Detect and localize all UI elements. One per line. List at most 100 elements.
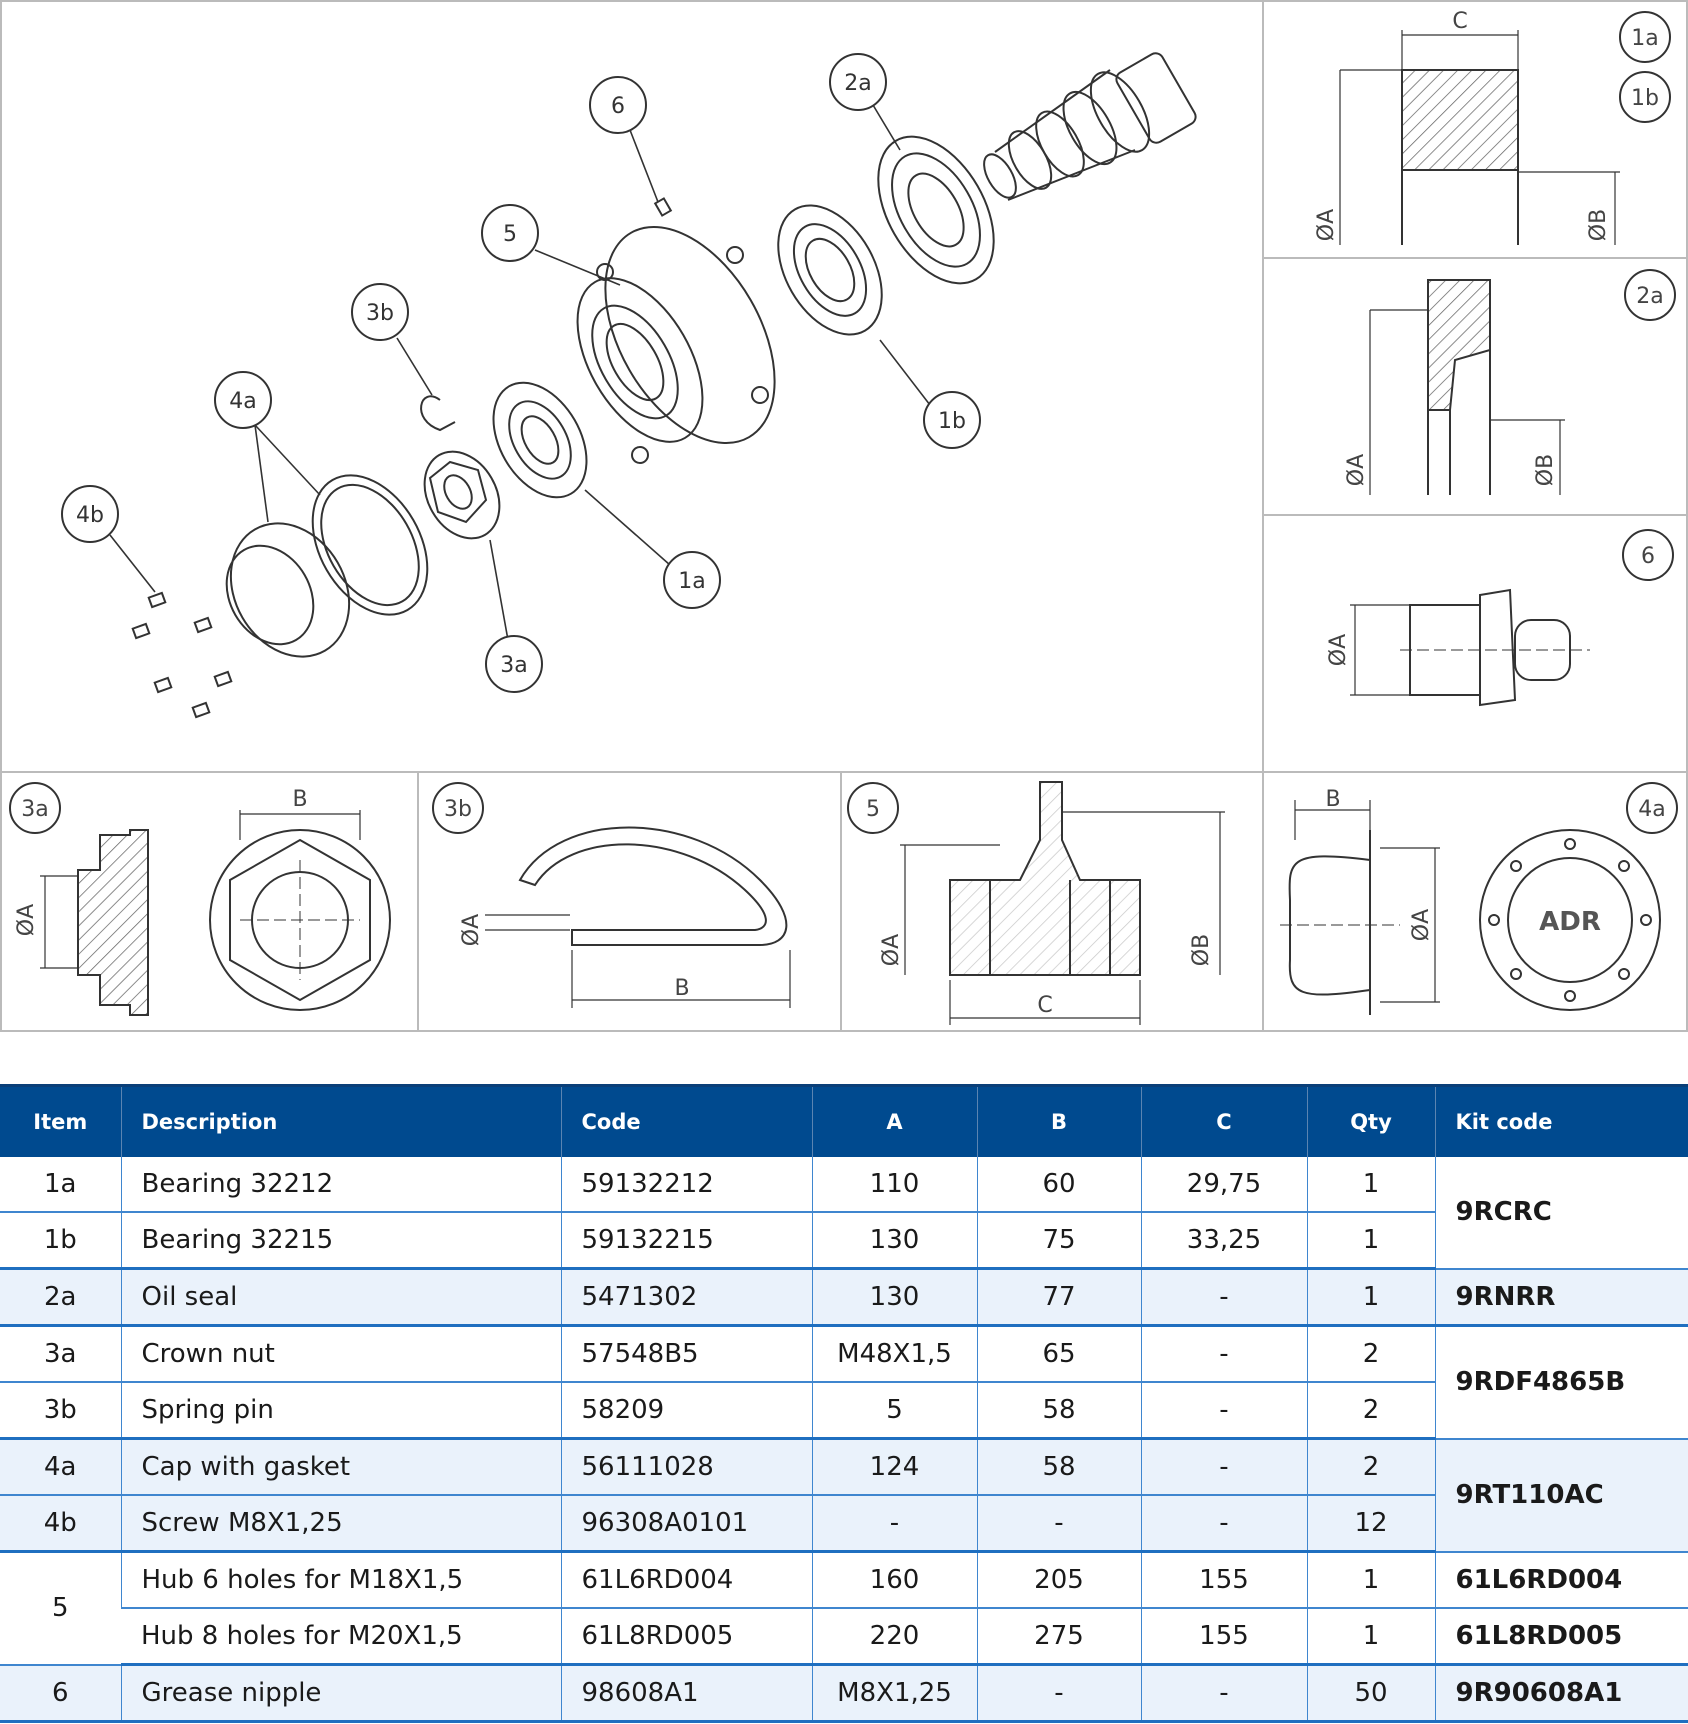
screws-part [131, 591, 233, 719]
description-cell: Grease nipple [120, 1664, 561, 1723]
item-cell: 1b [0, 1212, 121, 1270]
callout-2a-label: 2a [844, 71, 871, 96]
a-cell: M48X1,5 [811, 1325, 977, 1383]
cap-part [225, 474, 429, 658]
b-cell: 60 [976, 1157, 1141, 1213]
item-cell: 6 [0, 1664, 121, 1723]
qty-cell: 1 [1306, 1608, 1435, 1666]
a-cell: 130 [811, 1268, 977, 1327]
dim-oa: ØA [1314, 209, 1339, 241]
callout-4b-label: 4b [76, 503, 104, 528]
header-kit-code: Kit code [1434, 1084, 1688, 1157]
panel-tag-6: 6 [1641, 544, 1655, 569]
dim-c: C [1452, 9, 1467, 34]
qty-cell: 2 [1306, 1325, 1435, 1383]
dim-oa-5: ØA [879, 934, 904, 966]
panel-cap: 4a B ØA ADR [1280, 782, 1678, 1015]
dim-oa-2a: ØA [1344, 454, 1369, 486]
code-cell: 5471302 [560, 1268, 812, 1327]
b-cell: 75 [976, 1212, 1141, 1270]
b-cell: 65 [976, 1325, 1141, 1383]
panel-crown-nut: 3a B ØA [9, 782, 391, 1016]
table-row: 4a Cap with gasket 56111028 124 58 - 2 9… [0, 1438, 1688, 1553]
axle-stub [983, 52, 1197, 201]
header-b: B [976, 1084, 1141, 1157]
callout-5-label: 5 [503, 222, 517, 247]
code-cell: 56111028 [560, 1438, 812, 1496]
table-header: Item Description Code A B C Qty Kit code [0, 1084, 1688, 1157]
table-row: 4b Screw M8X1,25 96308A0101 - - - 12 [0, 1495, 1688, 1553]
callout-6-label: 6 [611, 94, 625, 119]
header-qty: Qty [1306, 1084, 1435, 1157]
panel-tag-1b: 1b [1631, 86, 1659, 111]
item-cell: 4a [0, 1438, 121, 1496]
item-cell: 3b [0, 1382, 121, 1440]
panel-tag-5: 5 [866, 797, 880, 822]
dim-b-4a: B [1325, 787, 1340, 812]
description-cell: Bearing 32212 [120, 1157, 561, 1213]
header-c: C [1140, 1084, 1307, 1157]
description-cell: Bearing 32215 [120, 1212, 561, 1270]
qty-cell: 2 [1306, 1438, 1435, 1496]
description-cell: Hub 8 holes for M20X1,5 [121, 1608, 561, 1666]
exploded-view [109, 52, 1197, 719]
kit-code-cell: 9RDF4865B [1434, 1325, 1688, 1440]
table-row: 1b Bearing 32215 59132215 130 75 33,25 1 [0, 1212, 1688, 1270]
c-cell: - [1140, 1438, 1307, 1496]
code-cell: 61L6RD004 [560, 1551, 812, 1609]
code-cell: 96308A0101 [560, 1495, 812, 1553]
kit-code-cell: 9RNRR [1434, 1268, 1688, 1327]
a-cell: 160 [811, 1551, 977, 1609]
callout-3a [485, 635, 543, 693]
kit-code-cell: 9R90608A1 [1434, 1664, 1688, 1723]
item-cell: 1a [0, 1157, 121, 1213]
table-row: 6 Grease nipple 98608A1 M8X1,25 - - 50 9… [0, 1664, 1688, 1723]
b-cell: - [976, 1664, 1141, 1723]
adr-logo: ADR [1539, 907, 1601, 937]
callout-6 [589, 76, 647, 134]
qty-cell: 1 [1306, 1268, 1435, 1327]
c-cell: 155 [1140, 1608, 1307, 1666]
b-cell: - [976, 1495, 1141, 1553]
panel-tag-1a: 1a [1631, 26, 1658, 51]
kit-code-cell: 9RCRC [1434, 1157, 1688, 1270]
dim-b-3b: B [674, 976, 689, 1001]
qty-cell: 1 [1306, 1157, 1435, 1213]
callout-2a [829, 53, 887, 111]
callout-4a-label: 4a [229, 389, 256, 414]
panel-bearing-section: C ØA ØB 1a 1b [1314, 9, 1671, 245]
callout-4a [214, 371, 272, 429]
header-code: Code [560, 1084, 812, 1157]
dim-oa-4a: ØA [1409, 909, 1434, 941]
callout-1b-label: 1b [938, 409, 966, 434]
panel-oil-seal: 2a ØA ØB [1344, 269, 1676, 495]
callout-1b [923, 391, 981, 449]
c-cell: - [1140, 1495, 1307, 1553]
kit-code-cell: 9RT110AC [1434, 1438, 1688, 1553]
table-row: 3a Crown nut 57548B5 M48X1,5 65 - 2 9RDF… [0, 1325, 1688, 1440]
c-cell: - [1140, 1325, 1307, 1383]
dim-ob: ØB [1586, 209, 1611, 241]
panel-hub: 5 ØA ØB C [847, 781, 1225, 1025]
qty-cell: 1 [1306, 1212, 1435, 1270]
code-cell: 58209 [560, 1382, 812, 1440]
qty-cell: 1 [1306, 1551, 1435, 1609]
a-cell: 220 [811, 1608, 977, 1666]
bearing-1a-part [492, 381, 588, 499]
description-cell: Crown nut [120, 1325, 561, 1383]
b-cell: 58 [976, 1438, 1141, 1496]
dim-ob-2a: ØB [1533, 454, 1558, 486]
panel-tag-2a: 2a [1636, 284, 1663, 309]
a-cell: 130 [811, 1212, 977, 1270]
panel-tag-3a: 3a [21, 797, 48, 822]
code-cell: 61L8RD005 [560, 1608, 812, 1666]
code-cell: 59132212 [560, 1157, 812, 1213]
a-cell: 124 [811, 1438, 977, 1496]
callout-4b [61, 485, 119, 543]
panel-grease-nipple: 6 ØA [1326, 529, 1674, 707]
dim-c-5: C [1037, 993, 1052, 1018]
qty-cell: 50 [1306, 1664, 1435, 1723]
b-cell: 77 [976, 1268, 1141, 1327]
item-cell: 2a [0, 1268, 121, 1327]
qty-cell: 2 [1306, 1382, 1435, 1440]
